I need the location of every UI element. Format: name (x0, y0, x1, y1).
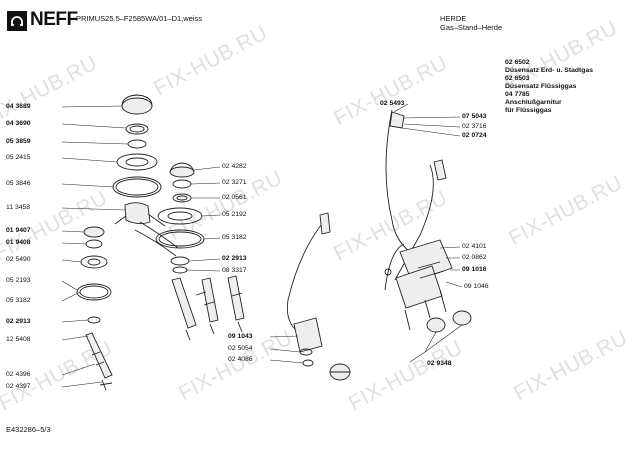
part-number: 02 4086 (228, 356, 253, 363)
part-number: 09 1043 (228, 333, 253, 340)
part-number: 02 2913 (6, 318, 31, 325)
part-number: 01 9407 (6, 227, 31, 234)
part-number: 02 4397 (6, 383, 31, 390)
part-number: 02 0724 (462, 132, 487, 139)
note-line: für Flüssiggas (505, 107, 552, 114)
part-number: 05 3182 (222, 234, 247, 241)
bosch-style-omega-icon (7, 11, 27, 31)
part-number: 12 5408 (6, 336, 31, 343)
part-number: 05 2415 (6, 154, 31, 161)
part-number: 09 1046 (464, 283, 489, 290)
part-number: 02 3716 (462, 123, 487, 130)
part-number: 02 2913 (222, 255, 247, 262)
note-line: 02 6502 (505, 59, 530, 66)
part-number: 05 3859 (6, 138, 31, 145)
part-number: 09 1016 (462, 266, 487, 273)
middle-burner-assembly (134, 162, 245, 341)
part-number: 02 4282 (222, 163, 247, 170)
part-number: 02 4396 (6, 371, 31, 378)
model-title: PRIMUS25.5–F2585WA/01–D1,weiss (76, 14, 203, 23)
part-number: 07 5043 (462, 113, 487, 120)
part-number: 01 9408 (6, 239, 31, 246)
category-title: HERDE (440, 14, 467, 23)
part-number: 05 2193 (6, 277, 31, 284)
part-number: 04 3689 (6, 103, 31, 110)
part-number: 02 4101 (462, 243, 487, 250)
part-number: 05 3846 (6, 180, 31, 187)
part-number: 02 5490 (6, 256, 31, 263)
document-code: E432286–5/3 (6, 425, 51, 434)
part-number: 08 3317 (222, 267, 247, 274)
part-number: 11 3458 (6, 204, 31, 211)
note-line: Anschlußgarnitur (505, 99, 562, 106)
part-number: 05 3182 (6, 297, 31, 304)
note-line: 02 6503 (505, 75, 530, 82)
subcategory-title: Gas–Stand–Herde (440, 23, 503, 32)
part-number: 05 2192 (222, 211, 247, 218)
neff-logo: NEFF (6, 9, 78, 32)
leader-lines (61, 103, 463, 388)
note-line: 04 7785 (505, 91, 530, 98)
note-line: Düsensatz Erd- u. Stadtgas (505, 67, 593, 74)
ignition-assembly (286, 212, 351, 381)
part-number: 04 3690 (6, 120, 31, 127)
part-number: 02 5054 (228, 345, 253, 352)
part-number: 02 9348 (427, 360, 452, 367)
note-line: Düsensatz Flüssiggas (505, 83, 577, 90)
brand-logo-text: NEFF (30, 9, 78, 30)
right-valve-assembly (384, 109, 472, 333)
part-number: 02 3271 (222, 179, 247, 186)
left-burner-assembly (76, 94, 166, 391)
part-number: 02 5493 (380, 100, 405, 107)
part-number: 02 0862 (462, 254, 487, 261)
part-number: 02 0561 (222, 194, 247, 201)
